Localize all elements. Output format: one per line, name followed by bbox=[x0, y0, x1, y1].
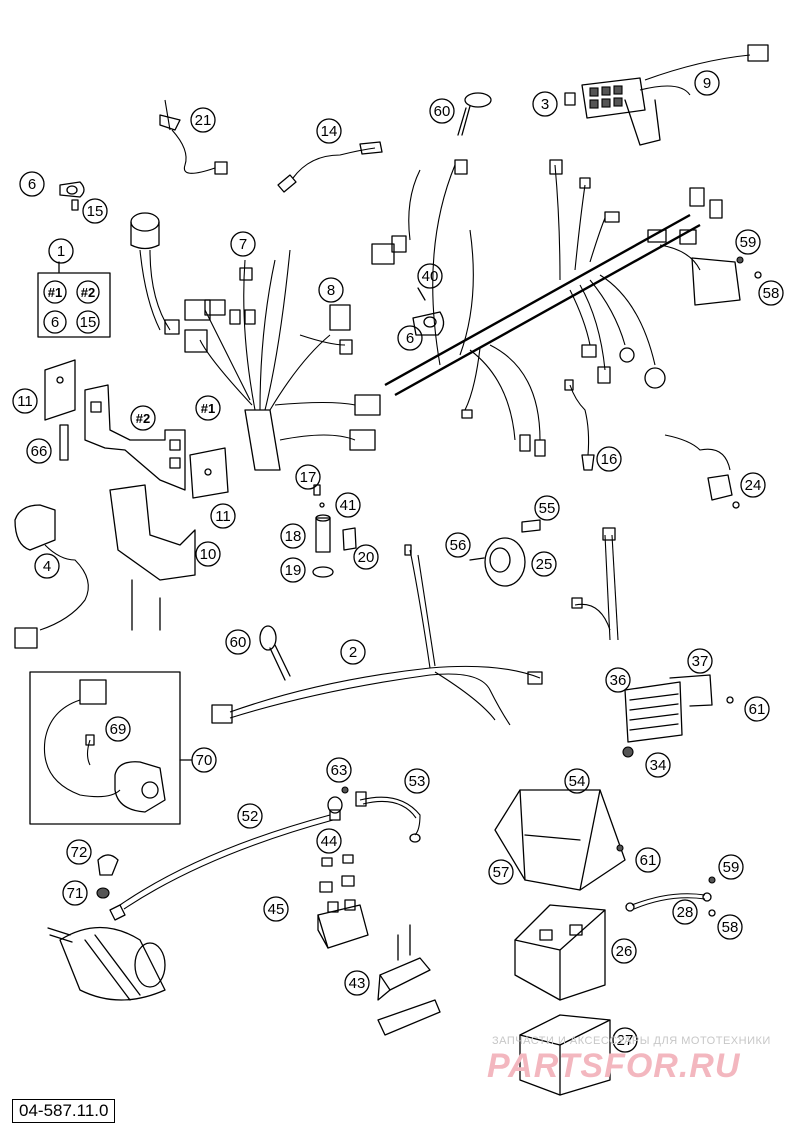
kit-box-15: 15 bbox=[80, 314, 97, 331]
callout-41: 41 bbox=[340, 497, 357, 514]
part-27-battery-case bbox=[519, 1014, 611, 1096]
callout-11-right: 11 bbox=[215, 508, 231, 525]
callout-9: 9 bbox=[703, 75, 711, 92]
part-2-harness bbox=[211, 544, 543, 726]
callout-55: 55 bbox=[539, 500, 556, 517]
part-relay-coil bbox=[130, 212, 180, 335]
callout-58-top: 58 bbox=[763, 285, 780, 302]
callout-7: 7 bbox=[239, 236, 247, 253]
part-6-clamp-and-15-screw bbox=[59, 181, 85, 211]
callout-27: 27 bbox=[617, 1032, 634, 1049]
part-14-cable bbox=[277, 141, 383, 193]
label-hash1-harness: #1 bbox=[201, 401, 215, 416]
callout-58-bottom: 58 bbox=[722, 919, 739, 936]
callout-17: 17 bbox=[300, 469, 317, 486]
part-24-sensor bbox=[664, 434, 740, 509]
callout-71: 71 bbox=[67, 885, 84, 902]
part-54-battery-cover bbox=[494, 789, 626, 891]
part-26-battery bbox=[514, 904, 606, 1001]
callout-24: 24 bbox=[745, 477, 762, 494]
part-59-58-fasteners bbox=[736, 256, 762, 279]
watermark-tagline: ЗАПЧАСТИ И АКСЕССУАРЫ ДЛЯ МОТОТЕХНИКИ bbox=[492, 1035, 771, 1047]
callout-54: 54 bbox=[569, 773, 586, 790]
callout-28: 28 bbox=[677, 904, 694, 921]
part-25-horn bbox=[469, 519, 541, 587]
callout-11-left: 11 bbox=[17, 393, 33, 410]
kit-box-hash1: #1 bbox=[48, 285, 62, 300]
callout-61-right: 61 bbox=[749, 701, 766, 718]
kit-1-box bbox=[37, 261, 111, 338]
starter-motor bbox=[47, 904, 166, 1001]
callout-15: 15 bbox=[87, 203, 104, 220]
callout-20: 20 bbox=[358, 549, 375, 566]
callout-72: 72 bbox=[71, 844, 88, 861]
callout-3: 3 bbox=[541, 96, 549, 113]
part-4-handlebar-switch bbox=[14, 504, 89, 649]
kit-box-6: 6 bbox=[51, 314, 59, 331]
callout-21: 21 bbox=[195, 112, 212, 129]
part-60-cable-tie-lower bbox=[259, 625, 291, 681]
part-28-ground-cable bbox=[616, 844, 716, 917]
callout-53: 53 bbox=[409, 773, 426, 790]
callout-6-mid: 6 bbox=[406, 330, 414, 347]
callout-26: 26 bbox=[616, 943, 633, 960]
part-21-sensor-cable bbox=[159, 99, 228, 175]
callout-37: 37 bbox=[692, 653, 709, 670]
callout-44: 44 bbox=[321, 833, 338, 850]
callout-36: 36 bbox=[610, 672, 627, 689]
callout-34: 34 bbox=[650, 757, 667, 774]
callout-69: 69 bbox=[110, 721, 127, 738]
callout-1: 1 bbox=[57, 243, 65, 260]
callout-4: 4 bbox=[43, 558, 51, 575]
part-72-cap-71-nut bbox=[96, 854, 119, 899]
part-45-starter-relay bbox=[317, 786, 369, 949]
part-60-cable-tie-top bbox=[457, 92, 492, 136]
label-hash2-bracket: #2 bbox=[136, 411, 150, 426]
callout-14: 14 bbox=[321, 123, 338, 140]
main-wiring-harness bbox=[371, 159, 741, 457]
part-52-starter-cable bbox=[119, 796, 343, 910]
part-40-clip-and-6-clamp bbox=[412, 287, 445, 336]
callout-59-bottom: 59 bbox=[723, 859, 740, 876]
callout-61-lower: 61 bbox=[640, 852, 657, 869]
callout-70: 70 bbox=[196, 752, 213, 769]
part-53-cable bbox=[355, 791, 421, 843]
part-70-switch-assembly bbox=[29, 671, 193, 825]
callout-16: 16 bbox=[601, 451, 618, 468]
part-16-sensor bbox=[564, 379, 595, 471]
callout-19: 19 bbox=[285, 562, 302, 579]
callout-60-lower: 60 bbox=[230, 634, 247, 651]
callout-60-top: 60 bbox=[434, 103, 451, 120]
callout-59-top: 59 bbox=[740, 234, 757, 251]
callout-45: 45 bbox=[268, 901, 285, 918]
callout-18: 18 bbox=[285, 528, 302, 545]
callout-52: 52 bbox=[242, 808, 259, 825]
callout-40: 40 bbox=[422, 268, 439, 285]
callout-57: 57 bbox=[493, 864, 510, 881]
part-9-connector-harness bbox=[564, 44, 769, 146]
document-code: 04-587.11.0 bbox=[12, 1099, 116, 1123]
callout-25: 25 bbox=[536, 556, 553, 573]
mounting-plates bbox=[44, 359, 229, 631]
callout-63: 63 bbox=[331, 762, 348, 779]
callout-8: 8 bbox=[327, 282, 335, 299]
watermark-logo: PARTSFOR.RU bbox=[487, 1047, 741, 1085]
sub-harness-1 bbox=[184, 249, 381, 471]
callout-66: 66 bbox=[31, 443, 48, 460]
callout-6-top: 6 bbox=[28, 176, 36, 193]
callout-56: 56 bbox=[450, 537, 467, 554]
callout-2: 2 bbox=[349, 644, 357, 661]
kit-box-hash2: #2 bbox=[81, 285, 95, 300]
callout-10: 10 bbox=[200, 546, 217, 563]
callout-43: 43 bbox=[349, 975, 366, 992]
callout-bubbles: 1 2 3 4 6 6 7 8 9 10 11 11 14 15 16 17 1… bbox=[12, 70, 784, 1053]
part-43-bracket bbox=[377, 924, 441, 1036]
part-36-regulator bbox=[571, 527, 734, 758]
